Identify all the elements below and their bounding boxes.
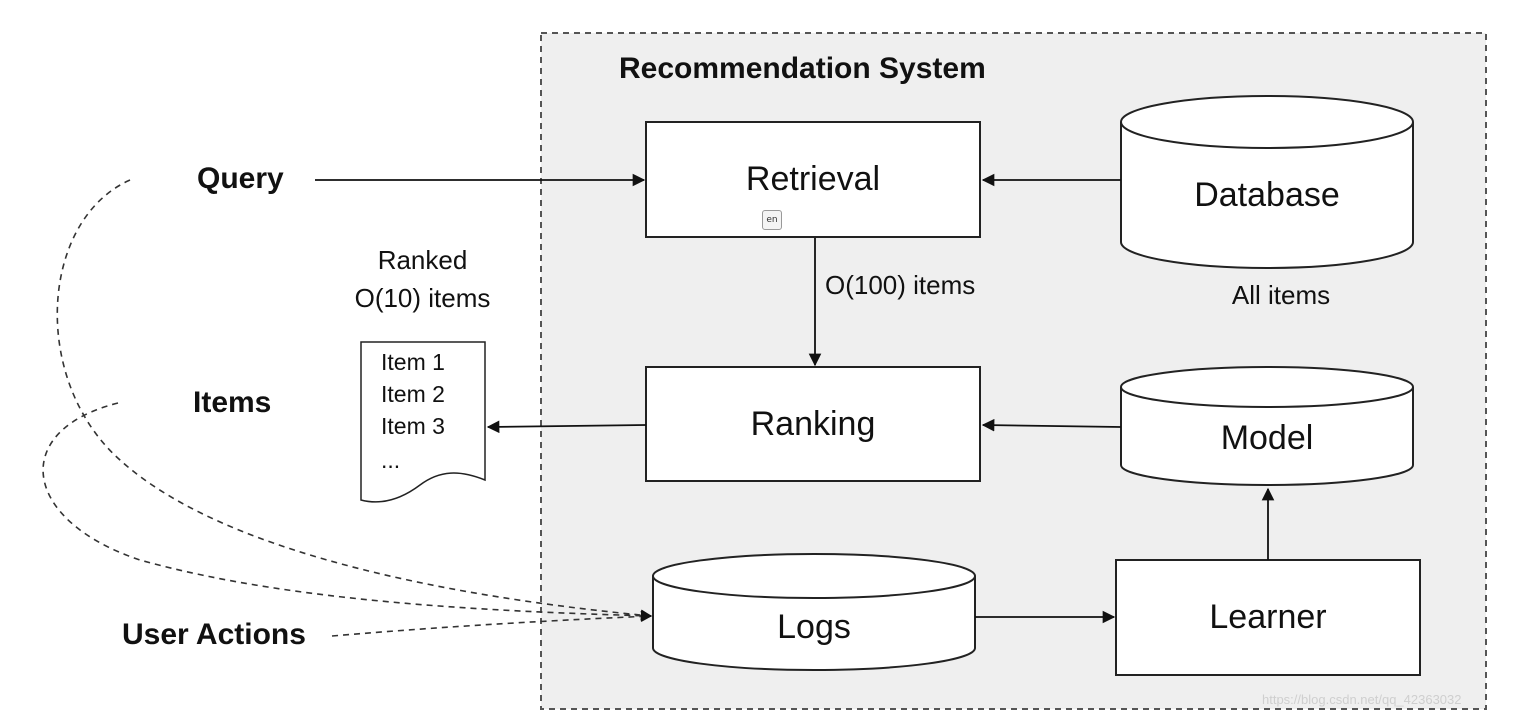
- ranking-to-items-arrow: [486, 420, 647, 434]
- ranked-list-item: ...: [381, 447, 401, 473]
- retrieval-label: Retrieval: [745, 160, 881, 198]
- watermark: https://blog.csdn.net/qq_42363032: [1262, 692, 1462, 707]
- database-caption: All items: [1231, 280, 1331, 310]
- logs-label: Logs: [777, 608, 851, 646]
- database-label: Database: [1194, 176, 1340, 214]
- query-label: Query: [197, 162, 284, 195]
- items-label: Items: [193, 386, 272, 419]
- retrieval-output-annotation: O(100) items: [825, 270, 976, 300]
- retrieval-box: [645, 121, 981, 238]
- translate-icon: en: [762, 210, 782, 230]
- ranked-list-item: Item 2: [381, 381, 445, 407]
- database-cylinder: [1120, 95, 1414, 269]
- ranked-list-item: Item 3: [381, 413, 445, 439]
- ranked-list-item: Item 1: [381, 349, 445, 375]
- model-to-ranking-arrow: [981, 418, 1122, 432]
- system-title: Recommendation System: [619, 52, 986, 85]
- ranking-box: [645, 366, 981, 482]
- user-actions-to-logs-dashed-curve: [331, 610, 653, 637]
- query-to-logs-dashed-curve: [56, 179, 653, 621]
- ranking-label: Ranking: [750, 405, 876, 443]
- learner-box: [1115, 559, 1421, 676]
- model-cylinder: [1120, 366, 1414, 486]
- logs-cylinder: [652, 553, 976, 671]
- ranked-label-line2: O(10) items: [354, 283, 491, 313]
- ranked-items-document: [360, 341, 486, 503]
- items-to-logs-dashed-curve: [42, 402, 653, 622]
- learner-label: Learner: [1209, 598, 1327, 636]
- ranked-label-line1: Ranked: [377, 245, 468, 275]
- model-label: Model: [1220, 419, 1314, 457]
- user-actions-label: User Actions: [122, 618, 306, 651]
